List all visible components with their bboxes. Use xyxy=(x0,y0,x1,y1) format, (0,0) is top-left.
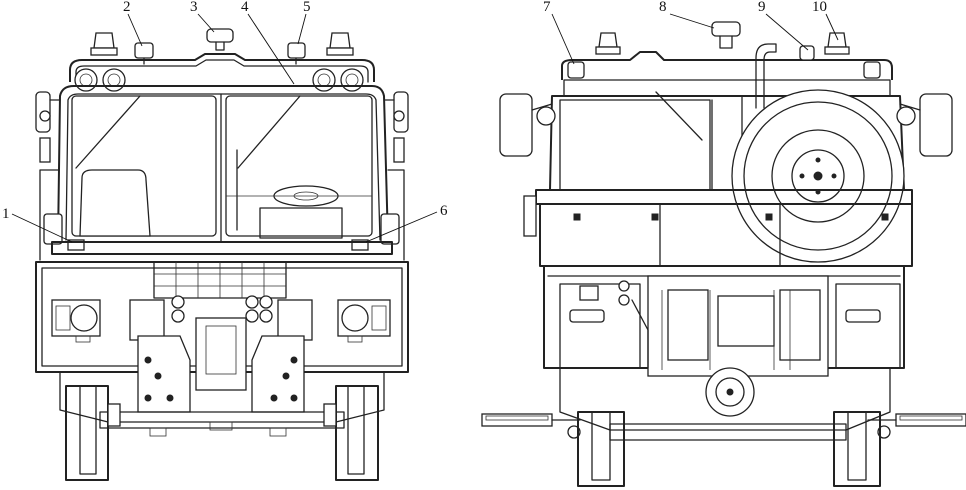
beacon-light-right xyxy=(326,32,354,56)
spotlights-right xyxy=(312,68,364,92)
top-lamp xyxy=(206,28,234,51)
marker-lamp-right xyxy=(287,42,306,65)
svg-text:10: 10 xyxy=(812,0,827,15)
side-brush-left xyxy=(481,413,581,427)
spare-tire xyxy=(731,89,905,263)
callout-1: 1 xyxy=(2,206,73,243)
headlight-left xyxy=(51,299,101,343)
side-brush-right xyxy=(867,413,966,427)
callout-6: 6 xyxy=(365,203,448,243)
beacon-light-rear-right xyxy=(824,32,850,55)
svg-text:8: 8 xyxy=(659,0,667,15)
svg-text:3: 3 xyxy=(190,0,198,15)
svg-text:4: 4 xyxy=(241,0,249,15)
svg-text:2: 2 xyxy=(123,0,131,15)
headlight-right xyxy=(337,299,391,343)
callout-5: 5 xyxy=(297,0,311,45)
beacon-light-left xyxy=(90,32,118,56)
callout-9: 9 xyxy=(758,0,809,51)
rear-view xyxy=(481,21,966,487)
mirror-right xyxy=(383,91,409,163)
callout-2: 2 xyxy=(123,0,143,47)
beacon-light-rear-left xyxy=(595,32,621,55)
rear-mirror-left xyxy=(499,93,556,157)
svg-text:6: 6 xyxy=(440,203,448,219)
mirror-left xyxy=(35,91,61,163)
svg-text:1: 1 xyxy=(2,206,10,222)
spotlights-left xyxy=(74,68,126,92)
callout-3: 3 xyxy=(190,0,215,33)
front-view xyxy=(35,28,409,481)
callout-4: 4 xyxy=(241,0,295,85)
svg-text:9: 9 xyxy=(758,0,766,15)
svg-text:5: 5 xyxy=(303,0,311,15)
rear-mirror-right xyxy=(896,93,953,157)
callout-7: 7 xyxy=(543,0,575,65)
callout-10: 10 xyxy=(812,0,839,41)
callouts: 1 2 3 4 5 6 7 8 xyxy=(2,0,839,243)
callout-8: 8 xyxy=(659,0,715,29)
svg-text:7: 7 xyxy=(543,0,551,15)
rear-top-lamp xyxy=(711,21,741,49)
